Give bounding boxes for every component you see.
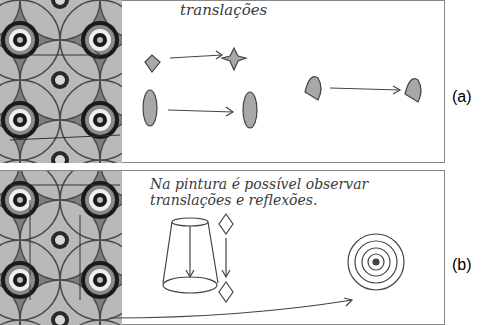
panel-frame xyxy=(1,171,445,325)
panel-label: (b) xyxy=(452,256,492,274)
panel-frame xyxy=(1,1,445,163)
student-marks xyxy=(10,185,120,300)
panel-label: (a) xyxy=(452,88,492,106)
handwritten-title: translações xyxy=(180,2,380,19)
handdrawn-shapes xyxy=(110,214,404,318)
tile-pattern xyxy=(0,171,122,325)
handdrawn-shapes xyxy=(143,48,421,128)
student-marks xyxy=(10,51,120,140)
handwritten-note: Na pintura é possível observar translaçõ… xyxy=(150,176,440,208)
tile-pattern xyxy=(0,0,122,163)
handdrawn-arrows xyxy=(168,51,400,116)
